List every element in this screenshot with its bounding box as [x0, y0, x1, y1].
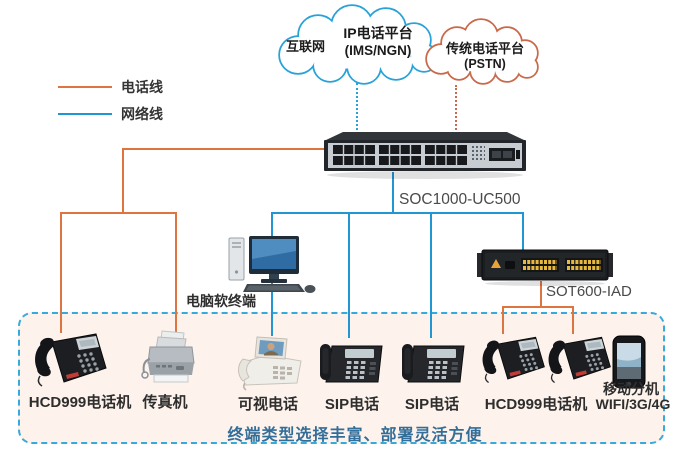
desk-phone-icon [544, 332, 614, 386]
network-line-swatch [58, 113, 112, 115]
sip-phone-icon [318, 334, 386, 392]
sip-phone-icon [400, 334, 468, 392]
diagram-caption: 终端类型选择丰富、部署灵活方便 [227, 427, 483, 444]
sip-phone-2-label: SIP电话 [404, 396, 460, 413]
softphone-label: 电脑软终端 [186, 293, 256, 309]
phone-line-segment [60, 212, 62, 333]
iad-device [477, 247, 613, 287]
phone-line-swatch [58, 86, 112, 88]
network-line-segment [348, 212, 350, 338]
ip-cloud-title: IP电话平台 [343, 25, 413, 41]
pstn-cloud-title-block: 传统电话平台 (PSTN) [429, 38, 541, 71]
sip-phone-1 [318, 334, 386, 392]
iad-icon [477, 247, 613, 287]
pstn-cloud-title: 传统电话平台 [445, 41, 524, 56]
phone-line-segment [122, 148, 325, 150]
ip-cloud-title-block: IP电话平台 (IMS/NGN) [322, 23, 434, 58]
hcd999-phone-right-1 [478, 332, 548, 386]
iad-label: SOT600-IAD [546, 283, 632, 300]
desk-phone-icon [478, 332, 548, 386]
ip-cloud-subtitle: (IMS/NGN) [344, 43, 412, 58]
phone-line-segment [502, 306, 504, 334]
video-phone [233, 333, 305, 391]
pstn-cloud-link-line [455, 85, 457, 134]
network-line-segment [430, 212, 432, 338]
ip-platform-cloud: 互联网 IP电话平台 (IMS/NGN) [270, 3, 448, 87]
hcd999-phone-right-2 [544, 332, 614, 386]
legend-label-phone-line: 电话线 [121, 79, 163, 95]
video-phone-icon [233, 333, 305, 391]
hcd999-left-label: HCD999电话机 [28, 394, 132, 411]
phone-line-segment [572, 306, 574, 334]
pstn-cloud-subtitle: (PSTN) [464, 57, 506, 71]
fax-label: 传真机 [142, 394, 188, 411]
mobile-sublabel: WIFI/3G/4G [595, 396, 671, 412]
phone-line-segment [540, 281, 542, 308]
softphone-computer [225, 234, 317, 296]
computer-icon [225, 234, 317, 296]
ip-cloud-link-line [356, 83, 358, 134]
video-phone-label: 可视电话 [237, 396, 298, 413]
switch-icon [317, 128, 533, 182]
legend-label-network-line: 网络线 [121, 106, 163, 122]
fax-icon [138, 329, 204, 389]
phone-line-segment [122, 148, 124, 214]
network-line-segment [392, 172, 394, 214]
switch-label: SOC1000-UC500 [399, 191, 521, 208]
phone-line-segment [502, 306, 574, 308]
pstn-cloud: 传统电话平台 (PSTN) [419, 17, 551, 87]
network-line-segment [522, 212, 524, 250]
hcd999-phone-left [30, 328, 110, 390]
sip-phone-1-label: SIP电话 [324, 396, 380, 413]
phone-line-segment [175, 212, 177, 333]
fax-machine [138, 329, 204, 389]
mobile-label: 移动分机 [603, 381, 659, 397]
network-line-segment [271, 212, 524, 214]
switch-device [317, 128, 533, 182]
ip-cloud-prefix: 互联网 [286, 39, 326, 54]
legend-item-phone-line: 电话线 [58, 78, 163, 96]
phone-line-segment [60, 212, 177, 214]
legend: 电话线 网络线 [58, 78, 163, 132]
legend-item-network-line: 网络线 [58, 105, 163, 123]
hcd999-right-label: HCD999电话机 [484, 396, 588, 413]
sip-phone-2 [400, 334, 468, 392]
desk-phone-icon [30, 328, 110, 390]
